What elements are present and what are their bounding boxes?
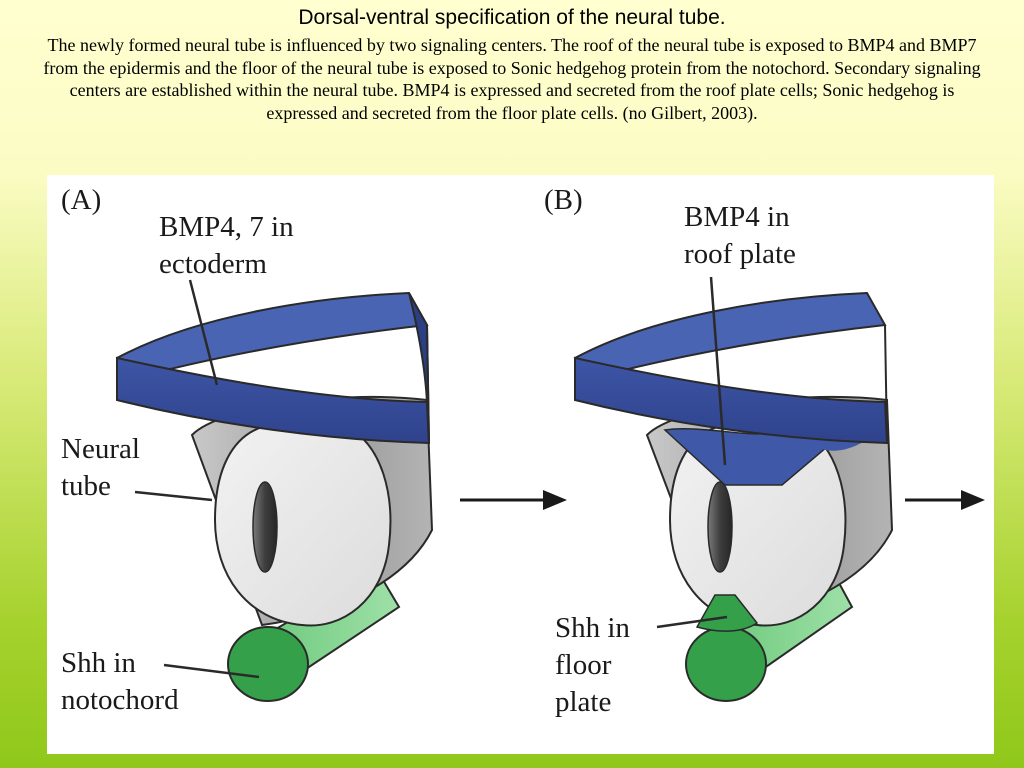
panel-a-label-tube-line1: Neural [61,433,140,465]
panel-a-drawing [115,279,434,702]
panel-a-leader-tube [134,490,213,502]
panel-a-tube-face [213,424,392,627]
slide-description: The newly formed neural tube is influenc… [43,35,981,123]
panel-a-label-ectoderm-line2: ectoderm [159,248,267,280]
arrow-a-to-b [460,490,567,510]
panel-a-leader-ectoderm [188,279,219,386]
panel-b-notochord-face [685,626,767,702]
panel-a-label-ectoderm: BMP4, 7 in ectoderm [159,209,294,283]
neural-tube-figure: (A) BMP4, 7 in ectoderm Neural tube Shh … [47,175,994,754]
panel-b-leader-floor [656,615,728,629]
panel-a-label-ectoderm-line1: BMP4, 7 in [159,211,294,243]
panel-a-label-notochord-line2: notochord [61,684,179,716]
panel-a-leader-notochord [163,663,260,679]
panel-b-label-roof: BMP4 in roof plate [684,199,796,273]
panel-b-lumen [707,481,733,573]
panel-a-label-notochord-line1: Shh in [61,647,136,679]
panel-a-notochord-face [227,626,309,702]
panel-a-lumen [252,481,278,573]
panel-b-label-floor-line2: floor [555,649,612,681]
panel-b-floor-plate [695,594,759,632]
panel-a-label-tube-line2: tube [61,470,111,502]
panel-b-label-floor-line1: Shh in [555,612,630,644]
panel-a-label-notochord: Shh in notochord [61,645,179,719]
panel-a-ectoderm-front [116,356,431,445]
figure-diagram [115,276,985,702]
panel-a-label-tube: Neural tube [61,431,140,505]
panel-b-label-roof-line2: roof plate [684,238,796,270]
panel-a-letter: (A) [61,184,102,216]
panel-b-label-floor: Shh in floor plate [555,610,630,721]
slide-title: Dorsal-ventral specification of the neur… [298,6,726,29]
panel-b-letter: (B) [544,184,583,216]
panel-b-label-floor-line3: plate [555,686,612,718]
panel-b-drawing [573,276,894,702]
panel-b-ectoderm-front [574,356,889,445]
arrow-b-out [905,490,985,510]
panel-b-label-roof-line1: BMP4 in [684,201,790,233]
panel-b-leader-roof [709,276,727,466]
